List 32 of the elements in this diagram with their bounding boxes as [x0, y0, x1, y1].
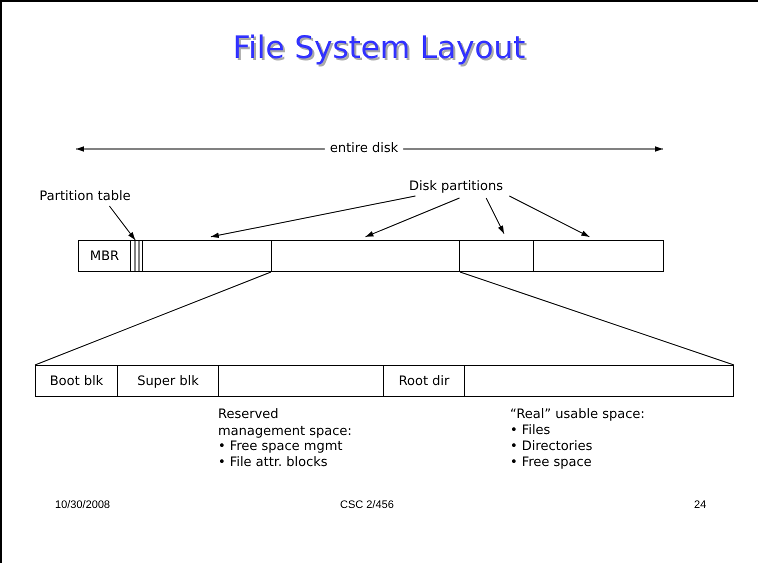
block-segment	[142, 240, 272, 272]
block-segment	[464, 365, 734, 397]
list-item: • File attr. blocks	[218, 454, 328, 471]
callout-text: Partition table	[24, 186, 146, 206]
list-item: • Directories	[510, 438, 592, 455]
page-number: 24	[694, 498, 706, 513]
note-text: Reserved management space:	[218, 406, 353, 440]
dimension-label: entire disk	[330, 140, 398, 157]
block-cell: MBR	[78, 240, 131, 272]
list-item: • Free space mgmt	[218, 438, 342, 455]
arrow	[108, 206, 136, 240]
block-cell: Super blk	[117, 365, 219, 397]
note-text: “Real” usable space:	[510, 406, 645, 423]
arrow	[508, 196, 590, 238]
zoom-line	[34, 272, 272, 366]
footer-text: CSC 2/456	[340, 498, 394, 513]
block-segment	[271, 240, 460, 272]
list-item: • Free space	[510, 454, 592, 471]
block-segment	[130, 240, 143, 272]
footer-text: 10/30/2008	[55, 498, 110, 513]
arrow	[486, 198, 504, 234]
zoom-line	[460, 272, 734, 366]
block-cell: Boot blk	[35, 365, 118, 397]
arrow	[365, 198, 460, 238]
callout-text: Disk partitions	[398, 176, 514, 196]
arrow	[210, 196, 416, 238]
block-segment	[459, 240, 534, 272]
block-cell: Root dir	[383, 365, 465, 397]
block-segment	[218, 365, 384, 397]
block-segment	[533, 240, 664, 272]
slide-title: File System Layout	[232, 30, 526, 66]
list-item: • Files	[510, 422, 550, 439]
